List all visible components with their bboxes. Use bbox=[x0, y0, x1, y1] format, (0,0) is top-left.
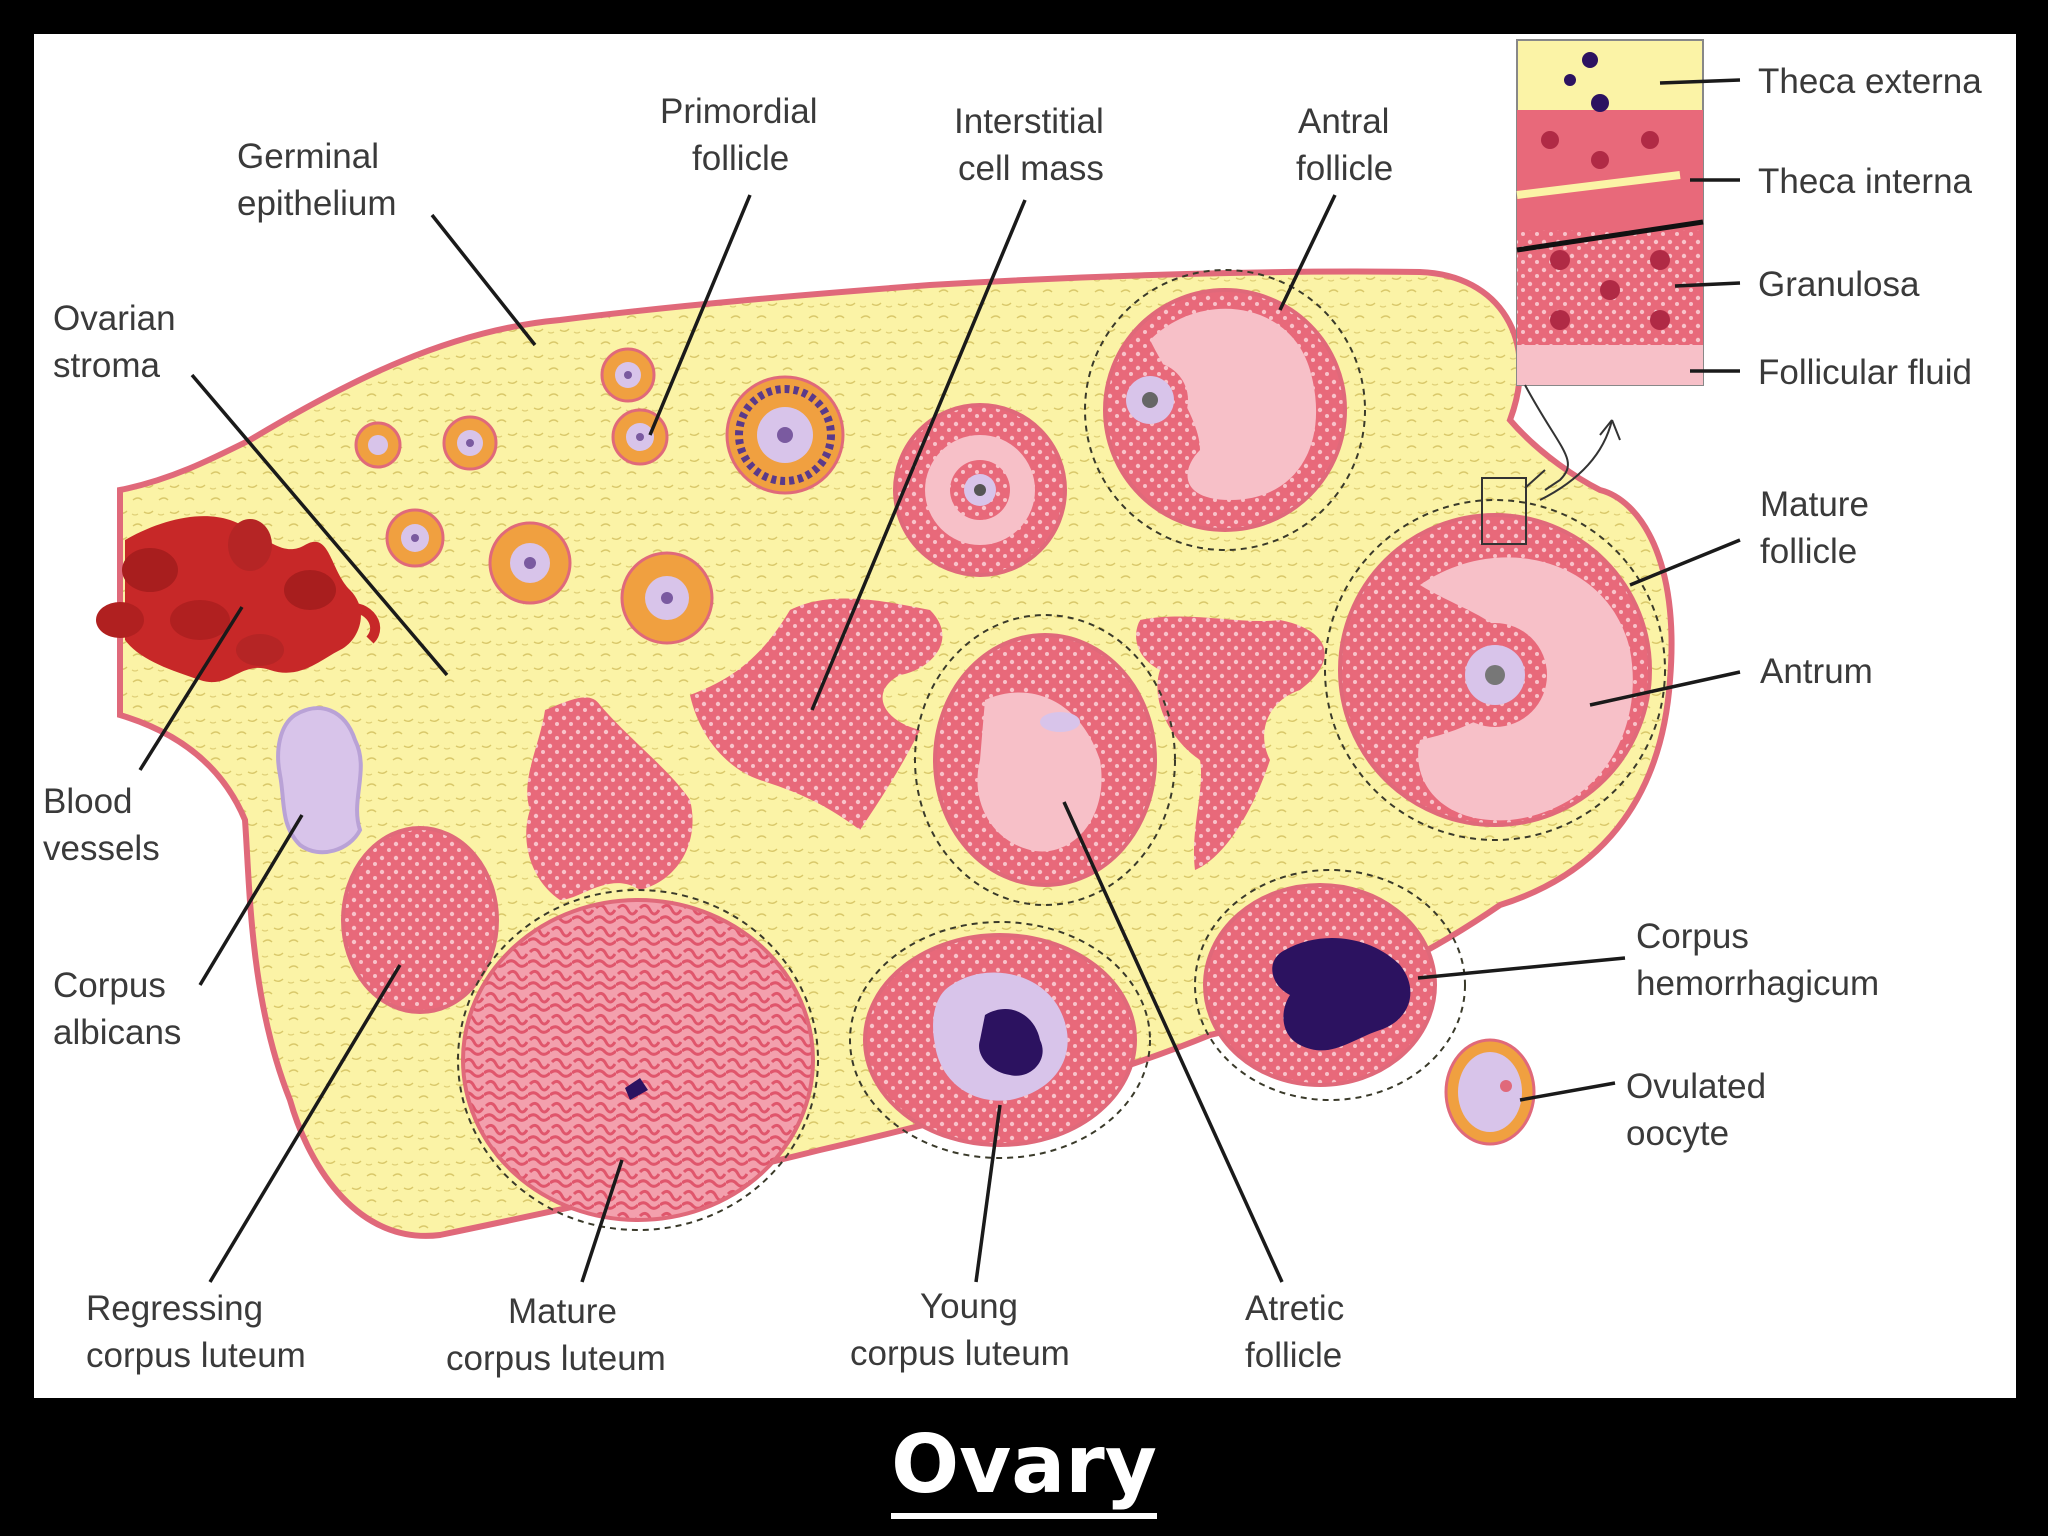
label-line: Atretic bbox=[1245, 1289, 1344, 1328]
label-mature-corpus-luteum: Mature corpus luteum bbox=[446, 1292, 666, 1378]
label-regressing-corpus-luteum: Regressing corpus luteum bbox=[86, 1289, 306, 1375]
inset-tissue-detail bbox=[1516, 39, 1704, 501]
primordial-follicles bbox=[354, 347, 845, 645]
label-primordial-follicle: Primordial follicle bbox=[660, 92, 827, 178]
label-line: Ovarian bbox=[53, 299, 176, 338]
antral-follicle bbox=[1084, 269, 1366, 551]
label-blood-vessels: Blood vessels bbox=[43, 782, 160, 868]
label-antral-follicle: Antral follicle bbox=[1296, 102, 1399, 188]
label-line: corpus luteum bbox=[850, 1334, 1070, 1373]
label-granulosa: Granulosa bbox=[1758, 265, 1920, 304]
label-line: albicans bbox=[53, 1013, 181, 1052]
label-line: follicle bbox=[692, 139, 789, 178]
label-line: Blood bbox=[43, 782, 133, 821]
label-ovarian-stroma: Ovarian stroma bbox=[53, 299, 185, 385]
label-line: Mature bbox=[1760, 485, 1869, 524]
label-theca-externa: Theca externa bbox=[1758, 62, 1982, 101]
leader-lines bbox=[138, 78, 1741, 1283]
label-line: Primordial bbox=[660, 92, 818, 131]
label-atretic-follicle: Atretic follicle bbox=[1245, 1289, 1354, 1375]
label-line: vessels bbox=[43, 829, 160, 868]
label-young-corpus-luteum: Young corpus luteum bbox=[850, 1287, 1070, 1373]
mature-corpus-luteum bbox=[457, 889, 819, 1231]
label-interstitial-cell-mass: Interstitial cell mass bbox=[954, 102, 1114, 188]
label-line: Corpus bbox=[1636, 917, 1749, 956]
label-line: Antral bbox=[1298, 102, 1389, 141]
label-line: Corpus bbox=[53, 966, 166, 1005]
blood-vessels bbox=[96, 516, 381, 683]
label-line: Young bbox=[920, 1287, 1018, 1326]
label-line: hemorrhagicum bbox=[1636, 964, 1879, 1003]
label-line: corpus luteum bbox=[446, 1339, 666, 1378]
interstitial-cell-masses bbox=[526, 598, 1325, 900]
secondary-follicle bbox=[893, 403, 1067, 577]
label-antrum: Antrum bbox=[1760, 652, 1873, 691]
caption: Ovary bbox=[0, 1418, 2048, 1519]
label-theca-interna: Theca interna bbox=[1758, 162, 1973, 201]
mature-follicle bbox=[1324, 477, 1666, 841]
caption-text: Ovary bbox=[891, 1418, 1157, 1519]
label-line: follicle bbox=[1296, 149, 1393, 188]
label-line: Ovulated bbox=[1626, 1067, 1766, 1106]
label-corpus-albicans: Corpus albicans bbox=[53, 966, 181, 1052]
corpus-hemorrhagicum bbox=[1194, 869, 1466, 1101]
label-line: Germinal bbox=[237, 137, 379, 176]
label-line: follicle bbox=[1245, 1336, 1342, 1375]
label-line: Regressing bbox=[86, 1289, 263, 1328]
label-line: oocyte bbox=[1626, 1114, 1729, 1153]
label-germinal-epithelium: Germinal epithelium bbox=[237, 137, 397, 223]
label-line: follicle bbox=[1760, 532, 1857, 571]
label-line: corpus luteum bbox=[86, 1336, 306, 1375]
label-ovulated-oocyte: Ovulated oocyte bbox=[1626, 1067, 1776, 1153]
atretic-follicle bbox=[914, 614, 1176, 906]
label-line: epithelium bbox=[237, 184, 397, 223]
label-follicular-fluid: Follicular fluid bbox=[1758, 353, 1972, 392]
label-corpus-hemorrhagicum: Corpus hemorrhagicum bbox=[1636, 917, 1879, 1003]
young-corpus-luteum bbox=[849, 921, 1151, 1159]
corpus-albicans bbox=[276, 706, 363, 855]
label-line: stroma bbox=[53, 346, 161, 385]
label-line: Interstitial bbox=[954, 102, 1104, 141]
label-line: Antrum bbox=[1760, 652, 1873, 691]
label-mature-follicle: Mature follicle bbox=[1760, 485, 1879, 571]
label-line: Mature bbox=[508, 1292, 617, 1331]
regressing-corpus-luteum bbox=[341, 826, 499, 1014]
label-line: cell mass bbox=[958, 149, 1104, 188]
ovulated-oocyte bbox=[1444, 1038, 1536, 1146]
